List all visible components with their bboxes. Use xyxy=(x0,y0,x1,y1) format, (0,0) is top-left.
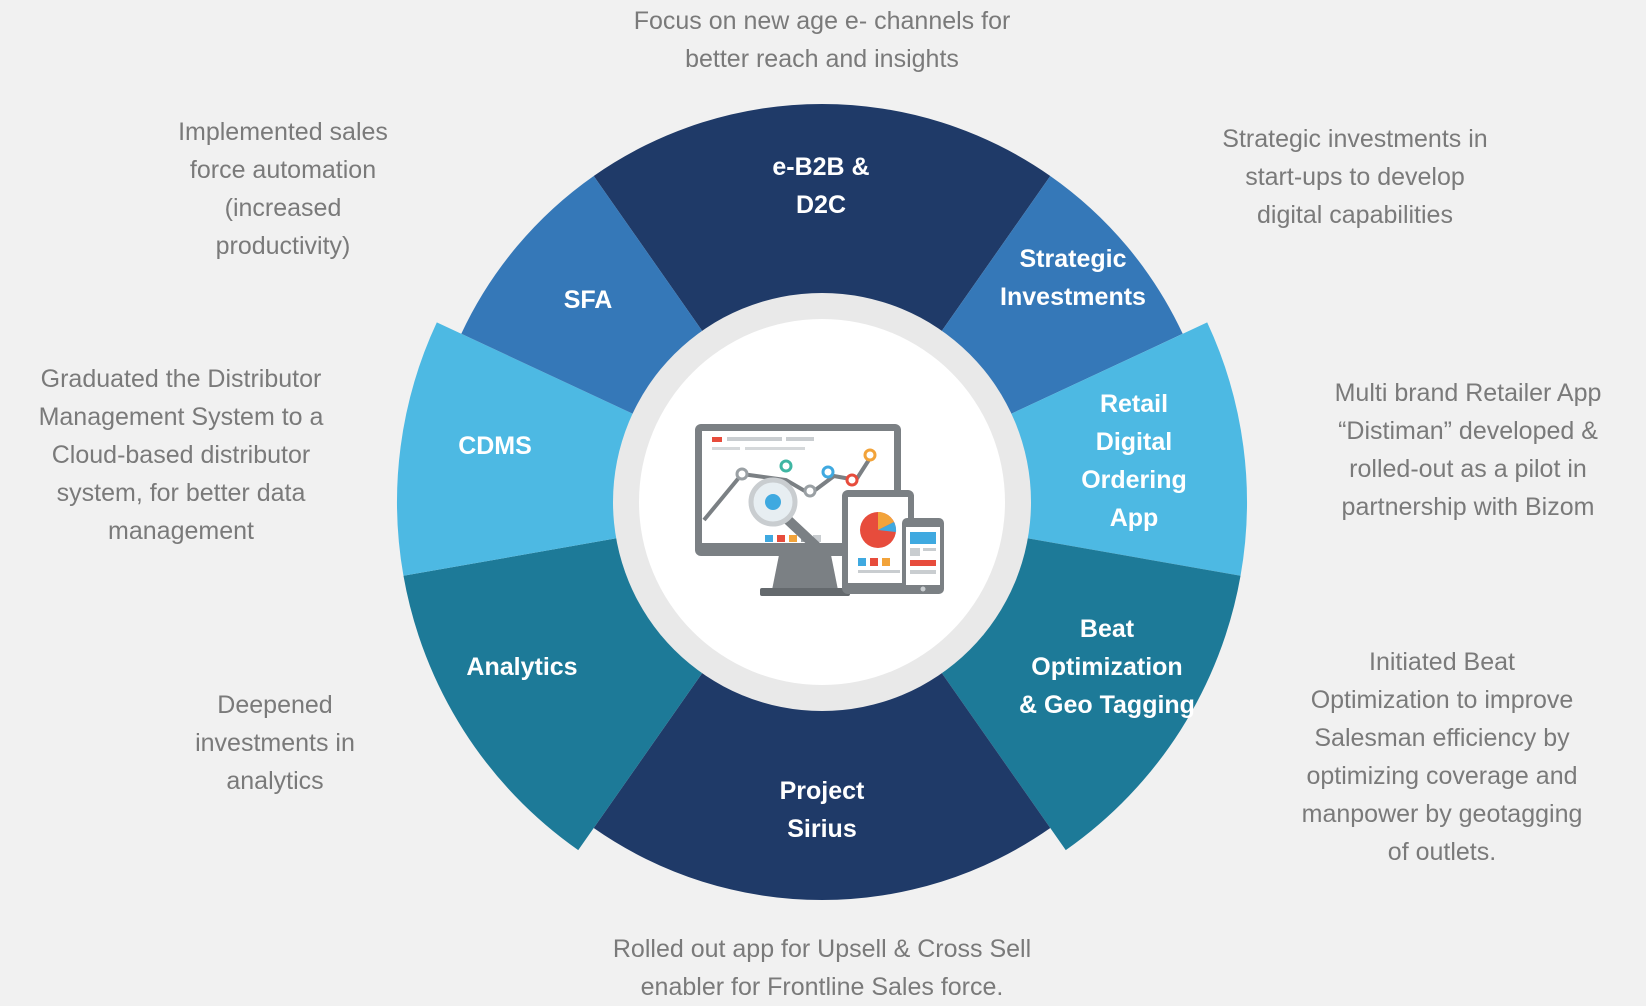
segment-label-cdms: CDMS xyxy=(458,432,532,460)
segment-analytics xyxy=(403,534,714,851)
description-e-b2b: Focus on new age e- channels for better … xyxy=(633,7,1011,73)
description-beat-optimization: Initiated Beat Optimization to improve S… xyxy=(1301,648,1583,866)
description-sfa: Implemented sales force automation (incr… xyxy=(178,118,388,260)
segment-label-analytics: Analytics xyxy=(466,653,578,681)
segment-retail xyxy=(994,322,1247,576)
segment-label-project-sirius: Project Sirius xyxy=(779,777,865,843)
description-strategic-investments: Strategic investments in start-ups to de… xyxy=(1222,125,1488,229)
segment-label-retail-digital-ordering-app: Retail Digital Ordering App xyxy=(1081,390,1187,532)
segment-beat xyxy=(930,534,1241,851)
segments-layer xyxy=(396,103,1247,901)
description-project-sirius: Rolled out app for Upsell & Cross Sell e… xyxy=(612,935,1032,1001)
segment-label-e-b2b: e-B2B & D2C xyxy=(772,153,870,219)
segment-strategic xyxy=(930,175,1183,422)
description-cdms: Graduated the Distributor Management Sys… xyxy=(38,365,324,545)
segment-label-sfa: SFA xyxy=(563,286,613,314)
segment-sirius xyxy=(593,657,1051,901)
segment-e-b2b xyxy=(593,103,1051,347)
description-retail-digital-ordering-app: Multi brand Retailer App “Distiman” deve… xyxy=(1334,379,1602,521)
analytics-dashboard-devices-icon xyxy=(695,424,944,596)
segment-label-strategic-investments: Strategic Investments xyxy=(1000,245,1146,311)
description-analytics: Deepened investments in analytics xyxy=(195,691,355,795)
segment-cdms xyxy=(396,322,650,576)
segment-label-beat-optimization: Beat Optimization & Geo Tagging xyxy=(1019,615,1195,719)
segment-sfa xyxy=(461,175,714,422)
